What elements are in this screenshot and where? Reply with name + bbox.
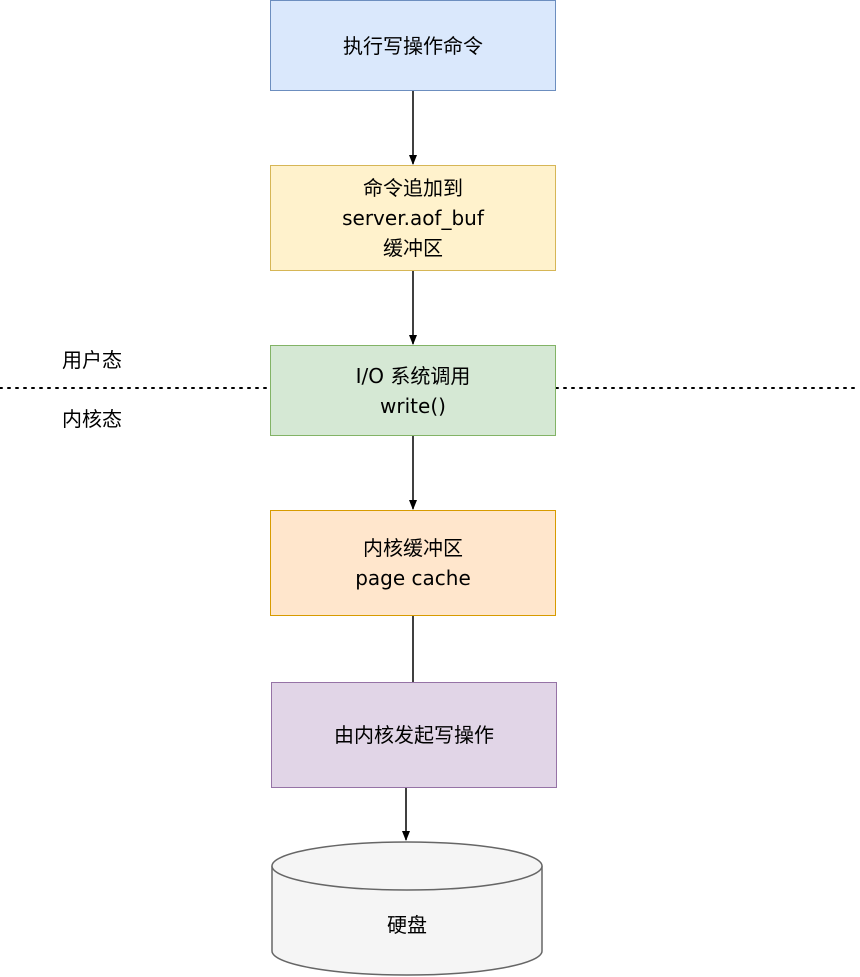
disk-top bbox=[271, 841, 543, 891]
io-syscall-write-box: I/O 系统调用 write() bbox=[270, 345, 556, 436]
append-aof-buffer-label: 命令追加到 server.aof_buf 缓冲区 bbox=[342, 176, 484, 260]
kernel-page-cache-label: 内核缓冲区 page cache bbox=[355, 536, 471, 590]
kernel-initiated-write-box: 由内核发起写操作 bbox=[271, 682, 557, 788]
disk-body bbox=[271, 866, 543, 976]
kernel-space-label: 内核态 bbox=[62, 407, 122, 431]
append-aof-buffer-box: 命令追加到 server.aof_buf 缓冲区 bbox=[270, 165, 556, 271]
exec-write-command-label: 执行写操作命令 bbox=[343, 33, 483, 58]
disk-label: 硬盘 bbox=[387, 913, 427, 937]
user-space-label: 用户态 bbox=[62, 348, 122, 372]
disk-cylinder bbox=[271, 841, 543, 976]
exec-write-command-box: 执行写操作命令 bbox=[270, 0, 556, 91]
kernel-page-cache-box: 内核缓冲区 page cache bbox=[270, 510, 556, 616]
kernel-initiated-write-label: 由内核发起写操作 bbox=[334, 723, 494, 747]
io-syscall-write-label: I/O 系统调用 write() bbox=[355, 363, 471, 418]
